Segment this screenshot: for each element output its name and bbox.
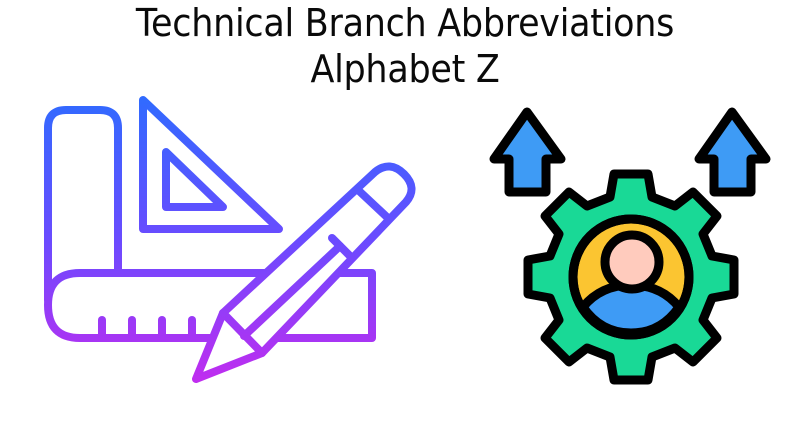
- up-arrow-left-icon: [489, 107, 566, 197]
- set-square-icon: [139, 96, 283, 233]
- pencil-icon: [192, 162, 416, 383]
- page-title-line-1: Technical Branch Abbreviations: [135, 1, 675, 45]
- drafting-tools-icon: [44, 96, 416, 383]
- gear-icon: [523, 169, 739, 385]
- up-arrow-right-icon: [694, 107, 771, 197]
- ruler-icon: [44, 106, 376, 342]
- page-title-line-2: Alphabet Z: [310, 47, 500, 91]
- gear-user-growth-icon: [489, 107, 771, 385]
- user-avatar-icon: [568, 214, 694, 340]
